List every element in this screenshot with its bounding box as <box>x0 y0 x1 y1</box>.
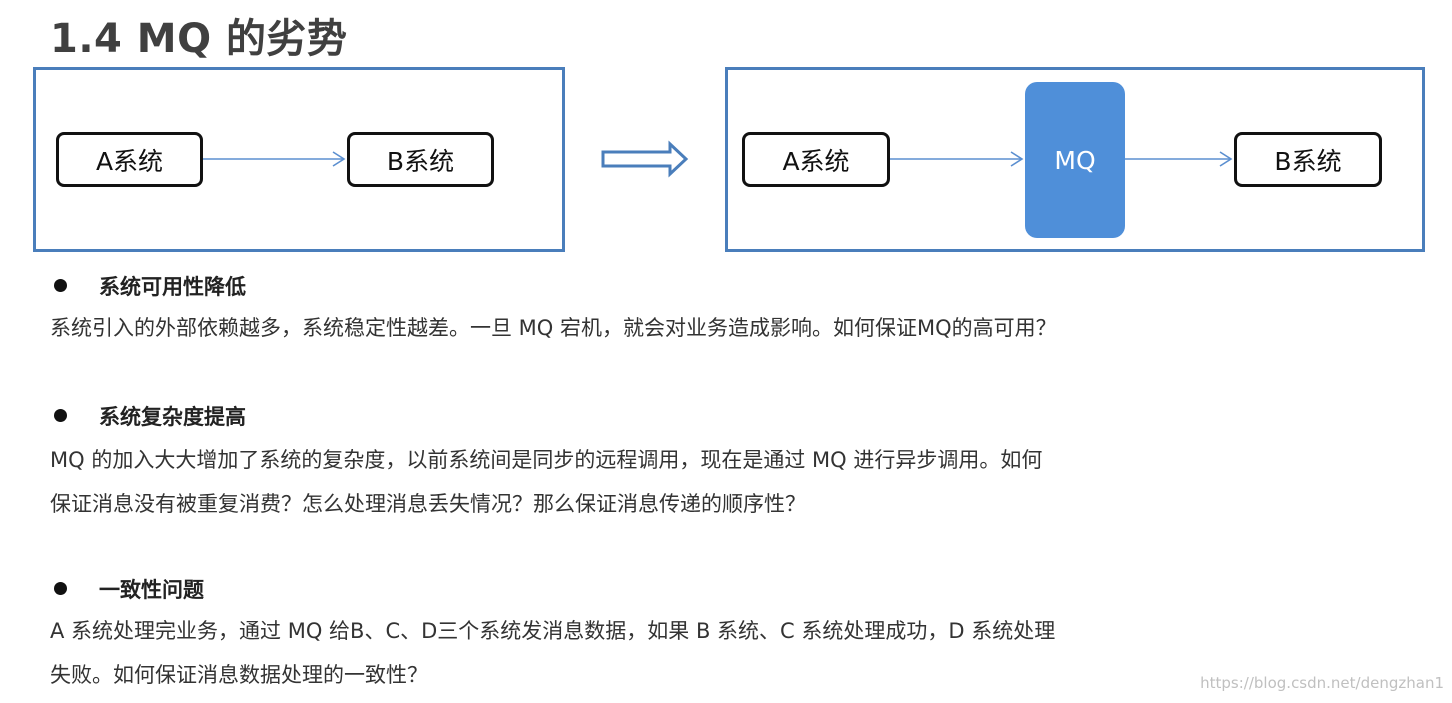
diagram-after-panel <box>725 67 1425 252</box>
bullet-icon <box>54 582 67 595</box>
section-text-complexity: MQ 的加入大大增加了系统的复杂度，以前系统间是同步的远程调用，现在是通过 MQ… <box>50 438 1230 526</box>
transition-arrow-icon <box>601 140 689 178</box>
watermark: https://blog.csdn.net/dengzhan1 <box>1200 674 1444 692</box>
node-b-system-after: B系统 <box>1234 132 1382 187</box>
node-a-system-before: A系统 <box>56 132 203 187</box>
section-heading-availability: 系统可用性降低 <box>99 275 246 299</box>
text-line: 系统引入的外部依赖越多，系统稳定性越差。一旦 MQ 宕机，就会对业务造成影响。如… <box>50 316 1057 340</box>
diagram-before-panel <box>33 67 565 252</box>
bullet-icon <box>54 409 67 422</box>
arrow-head-a-to-b-before <box>332 151 346 167</box>
bullet-icon <box>54 279 67 292</box>
section-text-availability: 系统引入的外部依赖越多，系统稳定性越差。一旦 MQ 宕机，就会对业务造成影响。如… <box>50 306 1230 350</box>
section-heading-complexity: 系统复杂度提高 <box>99 405 246 429</box>
text-line: 失败。如何保证消息数据处理的一致性？ <box>50 663 428 687</box>
section-heading-consistency: 一致性问题 <box>99 578 204 602</box>
text-line: 保证消息没有被重复消费？怎么处理消息丢失情况？那么保证消息传递的顺序性？ <box>50 492 806 516</box>
node-mq: MQ <box>1025 82 1125 238</box>
text-line: MQ 的加入大大增加了系统的复杂度，以前系统间是同步的远程调用，现在是通过 MQ… <box>50 448 1043 472</box>
section-text-consistency: A 系统处理完业务，通过 MQ 给B、C、D三个系统发消息数据，如果 B 系统、… <box>50 609 1230 697</box>
arrow-head-mq-to-b <box>1219 151 1233 167</box>
text-line: A 系统处理完业务，通过 MQ 给B、C、D三个系统发消息数据，如果 B 系统、… <box>50 619 1056 643</box>
arrow-head-a-to-mq <box>1010 151 1024 167</box>
node-b-system-before: B系统 <box>347 132 494 187</box>
node-a-system-after: A系统 <box>742 132 890 187</box>
page-title: 1.4 MQ 的劣势 <box>50 16 348 62</box>
